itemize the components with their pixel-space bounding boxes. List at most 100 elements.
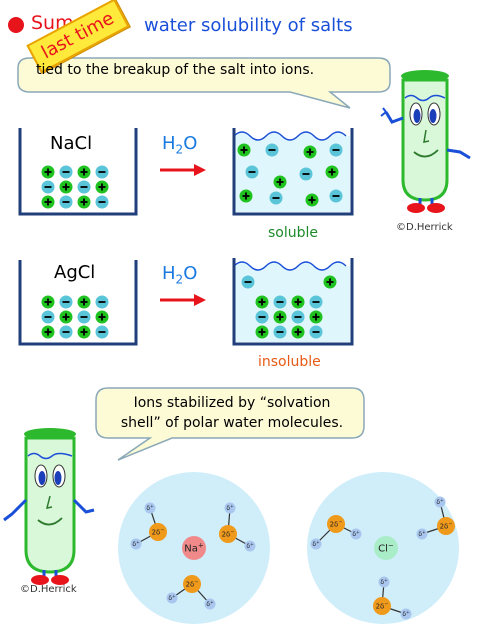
bubble-bottom-line2: shell” of polar water molecules. <box>120 415 344 431</box>
hydrogen-atom: δ+ <box>416 528 428 540</box>
anion-ion <box>59 165 73 179</box>
hydrogen-atom: δ+ <box>166 592 178 604</box>
anion-ion <box>241 275 255 289</box>
oxygen-atom: 2δ− <box>219 525 237 543</box>
anion-ion <box>95 165 109 179</box>
chloride-ion: Cl− <box>374 536 398 560</box>
cation-ion <box>77 195 91 209</box>
anion-ion <box>95 295 109 309</box>
cation-ion <box>41 195 55 209</box>
anion-ion <box>309 295 323 309</box>
svg-text:2δ−: 2δ− <box>330 520 343 529</box>
anion-ion <box>59 195 73 209</box>
oxygen-atom: 2δ− <box>327 515 345 533</box>
result-soluble: soluble <box>268 225 319 241</box>
svg-text:δ+: δ+ <box>402 610 410 618</box>
svg-text:δ+: δ+ <box>226 504 234 512</box>
water-molecules-layer: 2δ− δ+ δ+ 2δ− δ+ δ+ 2δ− δ+ δ+ Na+ 2δ− δ+ δ+ 2δ− δ+ δ+ 2δ… <box>130 496 455 620</box>
hydrogen-atom: δ+ <box>310 538 322 550</box>
cation-ion <box>273 175 287 189</box>
cation-ion <box>41 165 55 179</box>
anion-ion <box>77 180 91 194</box>
svg-text:2δ−: 2δ− <box>186 580 199 589</box>
oxygen-atom: 2δ− <box>183 575 201 593</box>
test-tube-character-top <box>380 70 471 213</box>
svg-text:δ+: δ+ <box>168 594 176 602</box>
svg-text:δ+: δ+ <box>246 542 254 550</box>
svg-text:2δ−: 2δ− <box>222 530 235 539</box>
cation-ion <box>77 165 91 179</box>
cation-ion <box>305 193 319 207</box>
water-label-row1: H2O <box>162 133 198 157</box>
svg-text:δ+: δ+ <box>436 498 444 506</box>
anion-ion <box>245 165 259 179</box>
anion-ion <box>291 310 305 324</box>
cation-ion <box>77 325 91 339</box>
cation-ion <box>95 180 109 194</box>
anion-ion <box>95 195 109 209</box>
anion-ion <box>299 167 313 181</box>
page-title: water solubility of salts <box>144 15 353 36</box>
anion-ion <box>269 191 283 205</box>
hydrogen-atom: δ+ <box>378 576 390 588</box>
beaker-agcl-solid <box>18 260 138 346</box>
cation-ion <box>237 143 251 157</box>
anion-ion <box>41 180 55 194</box>
test-tube-character-bottom <box>3 428 95 585</box>
arrow-right-icon <box>160 164 206 176</box>
anion-ion <box>41 310 55 324</box>
cation-ion <box>303 145 317 159</box>
hydrogen-atom: δ+ <box>350 528 362 540</box>
svg-text:2δ−: 2δ− <box>440 522 453 531</box>
svg-text:δ+: δ+ <box>418 530 426 538</box>
svg-text:δ+: δ+ <box>132 540 140 548</box>
bubble-top-text: tied to the breakup of the salt into ion… <box>36 62 315 78</box>
bubble-bottom-line1: Ions stabilized by “solvation <box>133 395 331 411</box>
cation-ion <box>309 310 323 324</box>
oxygen-atom: 2δ− <box>373 597 391 615</box>
anion-ion <box>309 325 323 339</box>
cation-ion <box>273 310 287 324</box>
oxygen-atom: 2δ− <box>149 523 167 541</box>
sodium-ion: Na+ <box>182 536 206 560</box>
svg-text:δ+: δ+ <box>312 540 320 548</box>
hydrogen-atom: δ+ <box>244 540 256 552</box>
svg-text:2δ−: 2δ− <box>376 602 389 611</box>
cation-ion <box>255 295 269 309</box>
anion-ion <box>95 325 109 339</box>
cation-ion <box>325 165 339 179</box>
cation-ion <box>291 295 305 309</box>
anion-ion <box>59 295 73 309</box>
anion-ion <box>273 295 287 309</box>
svg-text:δ+: δ+ <box>206 600 214 608</box>
cation-ion <box>59 180 73 194</box>
svg-text:δ+: δ+ <box>380 578 388 586</box>
beaker-nacl-water <box>232 128 354 216</box>
svg-text:2δ−: 2δ− <box>152 528 165 537</box>
anion-ion <box>77 310 91 324</box>
hydrogen-atom: δ+ <box>130 538 142 550</box>
credit-bottom: ©D.Herrick <box>20 584 77 595</box>
formula-nacl: NaCl <box>50 133 93 154</box>
oxygen-atom: 2δ− <box>437 517 455 535</box>
anion-ion <box>329 189 343 203</box>
cation-ion <box>59 310 73 324</box>
title-bullet <box>8 17 24 33</box>
anion-ion <box>329 143 343 157</box>
svg-text:δ+: δ+ <box>146 504 154 512</box>
svg-text:δ+: δ+ <box>352 530 360 538</box>
ions-layer <box>41 143 343 339</box>
beaker-nacl-solid <box>18 128 138 216</box>
anion-ion <box>255 310 269 324</box>
arrow-right-icon <box>160 294 206 306</box>
cation-ion <box>95 310 109 324</box>
hydrogen-atom: δ+ <box>400 608 412 620</box>
hydrogen-atom: δ+ <box>224 502 236 514</box>
anion-ion <box>273 325 287 339</box>
cation-ion <box>41 295 55 309</box>
hydrogen-atom: δ+ <box>204 598 216 610</box>
bubble-bottom-text: Ions stabilized by “solvation shell” of … <box>112 393 352 433</box>
anion-ion <box>265 143 279 157</box>
hydrogen-atom: δ+ <box>434 496 446 508</box>
